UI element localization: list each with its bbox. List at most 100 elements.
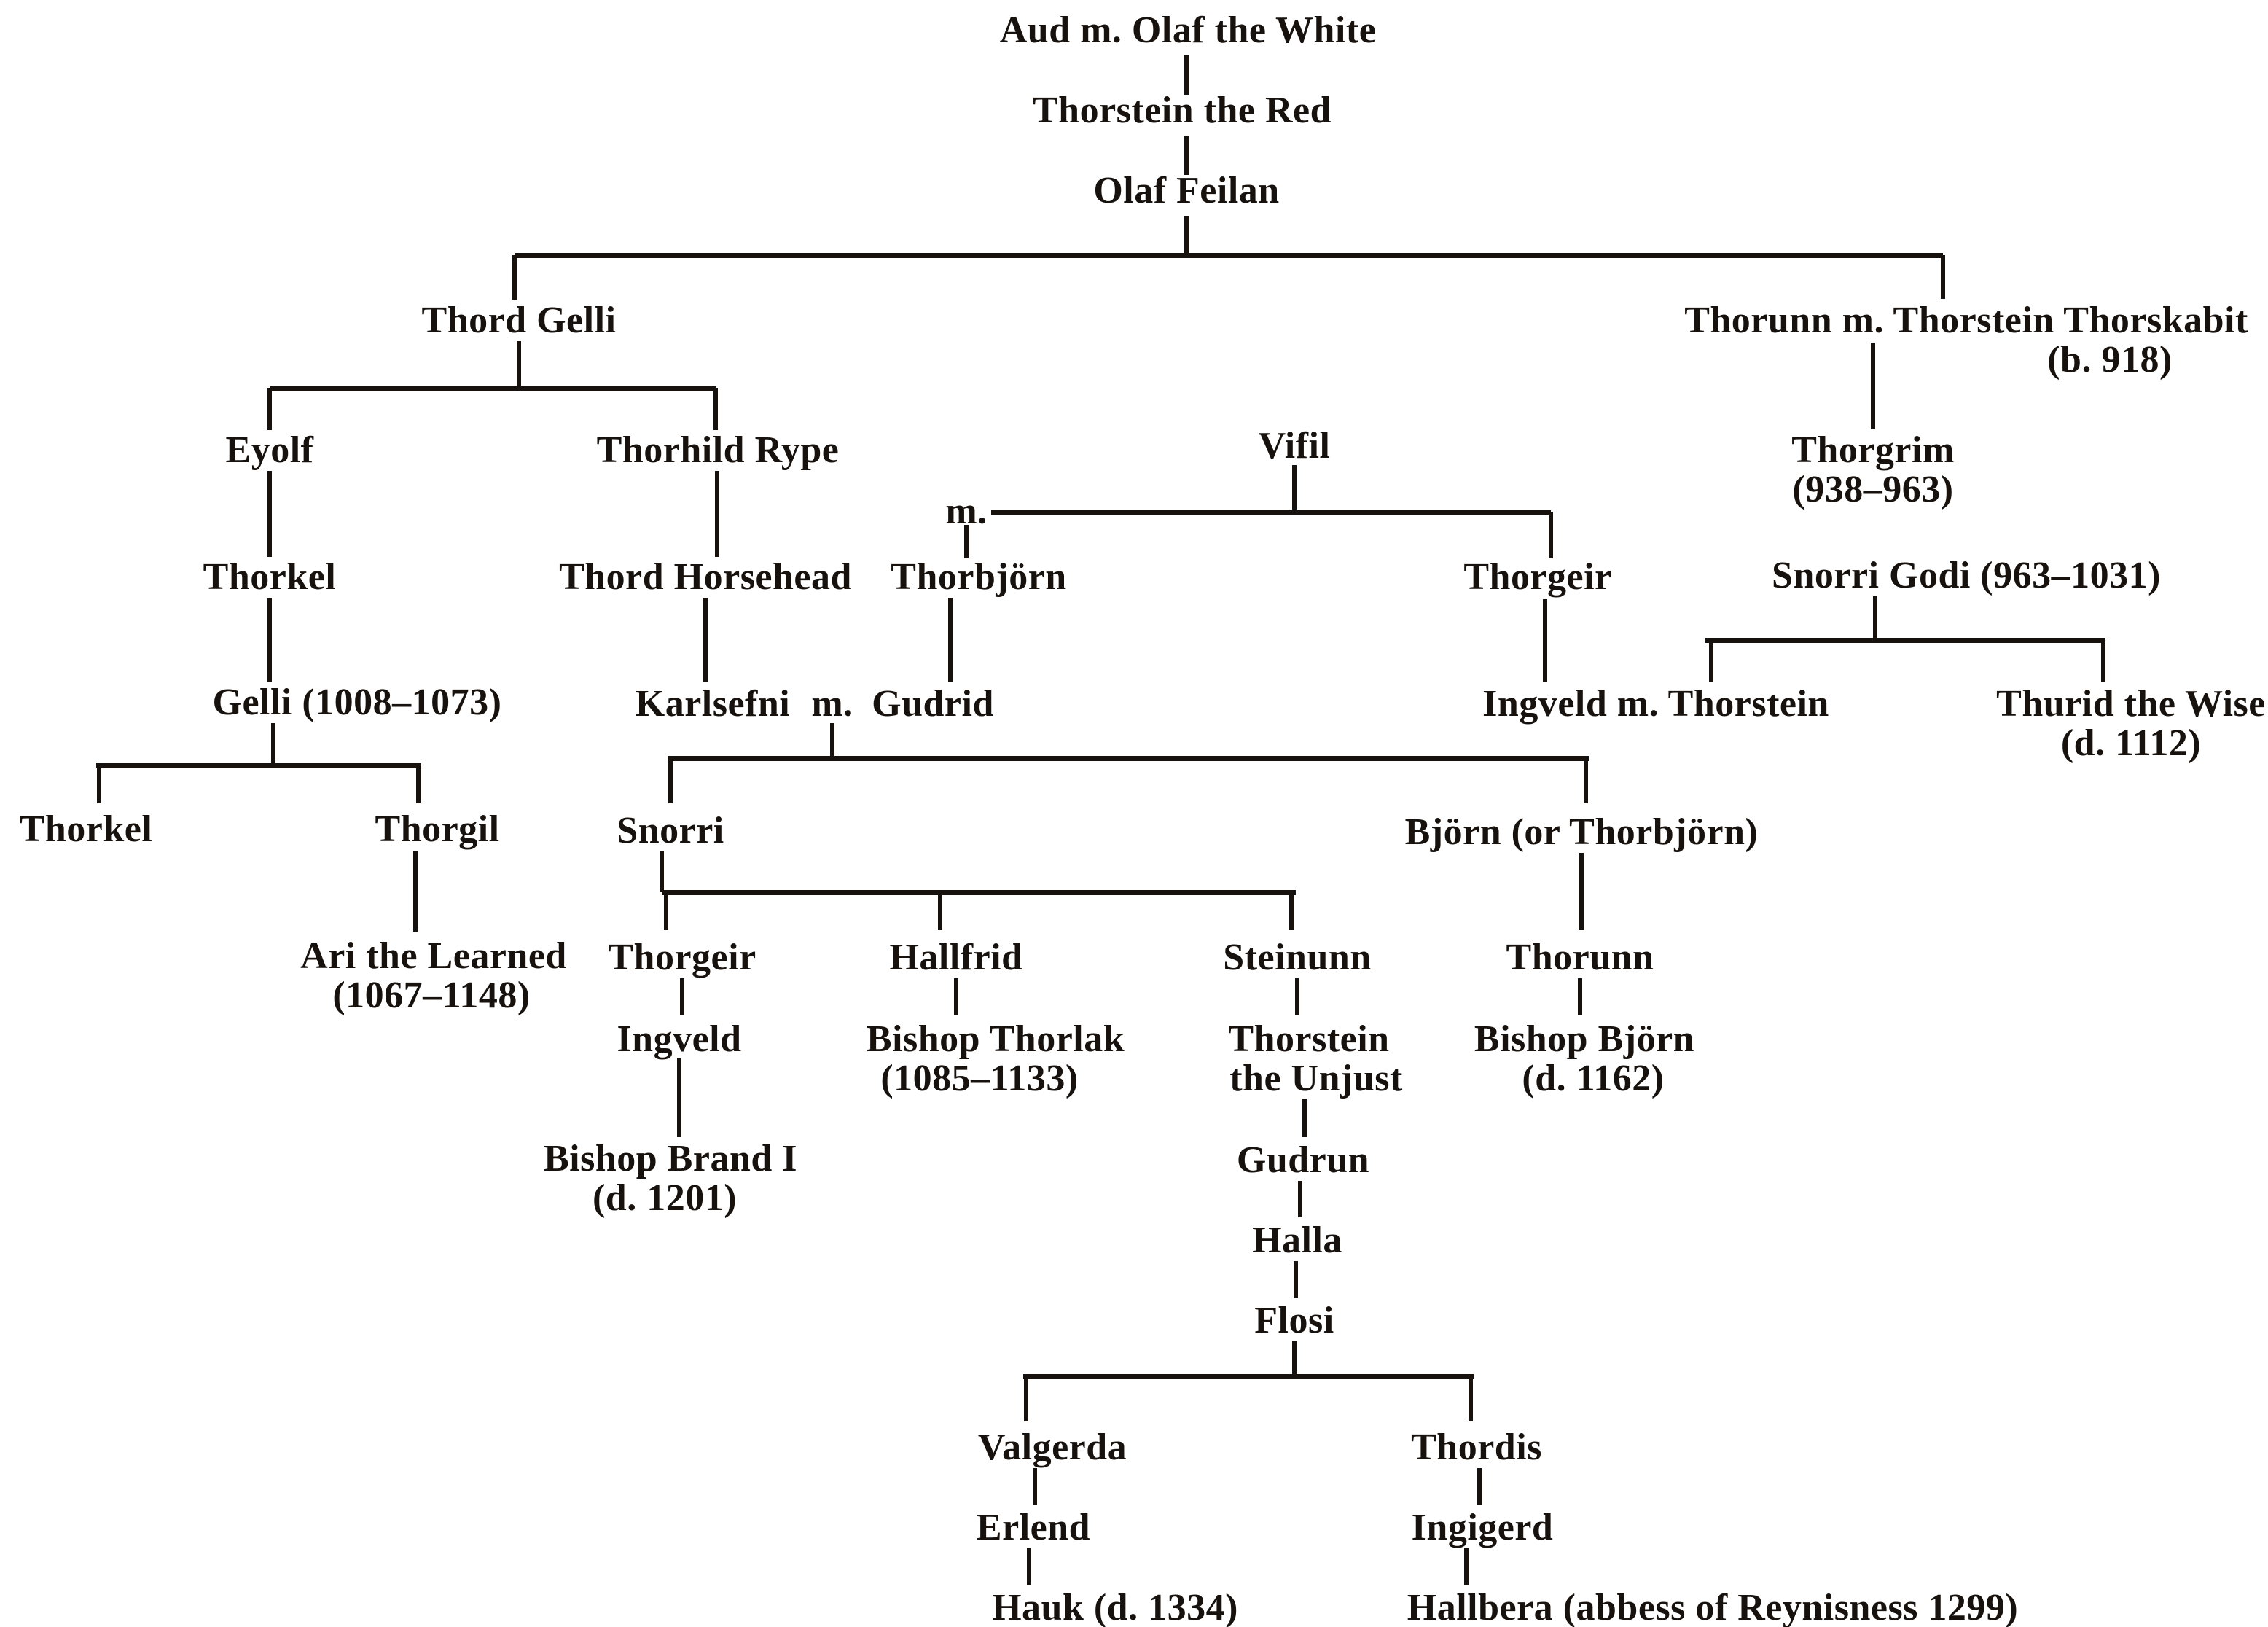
tree-connector-vertical	[1289, 892, 1294, 930]
person-label-gudrun: Gudrun	[1236, 1139, 1370, 1181]
tree-connector-vertical	[1184, 136, 1189, 175]
tree-connector-vertical	[267, 471, 272, 557]
person-label-thorunn-m-thorskabit: Thorunn m. Thorstein Thorskabit	[1684, 300, 2248, 341]
tree-connector-horizontal	[96, 763, 421, 768]
person-label-thorgeir-2: Thorgeir	[608, 937, 756, 978]
tree-connector-horizontal	[1023, 1374, 1474, 1379]
person-label-the-unjust: the Unjust	[1229, 1058, 1403, 1099]
person-label-aud: Aud m. Olaf the White	[999, 9, 1377, 51]
tree-connector-vertical	[964, 525, 969, 558]
tree-connector-horizontal	[270, 386, 716, 391]
tree-connector-vertical	[413, 851, 418, 932]
person-label-erlend: Erlend	[976, 1507, 1091, 1548]
tree-connector-vertical	[271, 723, 275, 765]
person-label-snorri: Snorri	[617, 810, 724, 851]
tree-connector-vertical	[1292, 465, 1297, 510]
tree-connector-vertical	[1294, 1261, 1298, 1298]
tree-connector-vertical	[715, 471, 719, 557]
tree-connector-vertical	[1184, 55, 1189, 95]
tree-connector-vertical	[1584, 758, 1588, 803]
person-label-thurid-death: (d. 1112)	[2060, 722, 2202, 764]
tree-connector-vertical	[512, 255, 517, 300]
tree-connector-horizontal	[668, 756, 1589, 761]
person-label-thord-gelli: Thord Gelli	[421, 300, 617, 341]
tree-connector-vertical	[1579, 853, 1584, 930]
person-label-steinunn: Steinunn	[1223, 937, 1372, 978]
tree-connector-vertical	[1302, 1099, 1307, 1137]
tree-connector-vertical	[1033, 1468, 1037, 1505]
person-label-vifil: Vifil	[1258, 425, 1331, 467]
tree-connector-vertical	[1873, 596, 1877, 639]
tree-connector-horizontal	[1705, 638, 2105, 643]
tree-connector-vertical	[660, 851, 664, 892]
tree-connector-vertical	[703, 598, 708, 682]
tree-connector-vertical	[1184, 216, 1189, 255]
person-label-ingveld-m-thorstein: Ingveld m. Thorstein	[1482, 683, 1829, 725]
tree-connector-vertical	[1024, 1376, 1028, 1421]
person-label-hallfrid: Hallfrid	[889, 937, 1023, 978]
person-label-thorbjorn: Thorbjörn	[891, 556, 1067, 598]
person-label-snorri-godi: Snorri Godi (963–1031)	[1772, 555, 2161, 596]
person-label-halla: Halla	[1252, 1220, 1342, 1261]
person-label-ari-dates: (1067–1148)	[332, 975, 531, 1016]
person-label-hauk: Hauk (d. 1334)	[992, 1587, 1238, 1627]
tree-connector-vertical	[1871, 343, 1875, 429]
person-label-gudrid: Gudrid	[872, 683, 994, 725]
tree-connector-vertical	[713, 388, 718, 430]
person-label-thordis: Thordis	[1411, 1427, 1542, 1468]
tree-connector-vertical	[938, 892, 942, 930]
tree-connector-vertical	[1469, 1376, 1473, 1421]
tree-connector-vertical	[1292, 1341, 1297, 1376]
person-label-thorgil: Thorgil	[375, 808, 500, 850]
tree-connector-vertical	[267, 598, 272, 682]
tree-connector-horizontal	[991, 510, 1551, 515]
tree-connector-vertical	[830, 723, 834, 758]
tree-connector-vertical	[1549, 512, 1553, 558]
tree-connector-vertical	[677, 1058, 681, 1137]
tree-connector-vertical	[1578, 978, 1582, 1015]
tree-connector-vertical	[1298, 1181, 1302, 1217]
tree-connector-vertical	[948, 598, 953, 682]
tree-connector-vertical	[2101, 640, 2105, 682]
tree-connector-horizontal	[662, 890, 1296, 895]
person-label-thorhild-rype: Thorhild Rype	[596, 429, 840, 471]
person-label-flosi: Flosi	[1254, 1300, 1334, 1341]
tree-connector-vertical	[1295, 978, 1299, 1015]
person-label-thord-horsehead: Thord Horsehead	[559, 556, 852, 598]
tree-connector-vertical	[1477, 1468, 1482, 1505]
person-label-bishop-thorlak: Bishop Thorlak	[866, 1018, 1125, 1060]
person-label-bishop-brand-death: (d. 1201)	[592, 1177, 738, 1219]
person-label-bishop-bjorn: Bishop Björn	[1474, 1018, 1695, 1060]
tree-connector-vertical	[668, 758, 673, 803]
person-label-thorstein-the-red: Thorstein the Red	[1032, 90, 1332, 131]
person-label-valgerda: Valgerda	[977, 1427, 1127, 1468]
person-label-thorunn-2: Thorunn	[1506, 937, 1654, 978]
tree-connector-vertical	[1027, 1548, 1031, 1585]
person-label-ingveld-2: Ingveld	[617, 1018, 742, 1060]
person-label-thorgrim: Thorgrim	[1791, 429, 1955, 471]
person-label-eyolf: Eyolf	[225, 429, 314, 471]
person-label-bjorn: Björn (or Thorbjörn)	[1404, 811, 1759, 853]
tree-connector-vertical	[1543, 599, 1547, 682]
person-label-thorunn-birth: (b. 918)	[2047, 339, 2173, 381]
person-label-gelli: Gelli (1008–1073)	[212, 682, 502, 723]
person-label-m-karlsefni: m.	[811, 683, 853, 725]
tree-connector-vertical	[954, 978, 958, 1015]
tree-connector-vertical	[664, 892, 668, 930]
person-label-ingigerd: Ingigerd	[1411, 1507, 1554, 1548]
person-label-karlsefni: Karlsefni	[635, 683, 791, 725]
tree-connector-vertical	[267, 388, 272, 430]
person-label-hallbera: Hallbera (abbess of Reynisness 1299)	[1407, 1587, 2019, 1627]
person-label-thorgeir-1: Thorgeir	[1463, 556, 1612, 598]
person-label-thorkel-2: Thorkel	[19, 808, 153, 850]
tree-connector-vertical	[416, 765, 421, 803]
tree-connector-vertical	[517, 341, 521, 388]
person-label-thorgrim-dates: (938–963)	[1792, 469, 1954, 510]
person-label-bishop-bjorn-death: (d. 1162)	[1522, 1058, 1665, 1099]
person-label-thorkel-1: Thorkel	[203, 556, 337, 598]
tree-connector-vertical	[680, 978, 684, 1015]
person-label-ari-the-learned: Ari the Learned	[300, 935, 567, 977]
tree-connector-vertical	[1709, 640, 1713, 682]
person-label-thorstein-unjust: Thorstein	[1228, 1018, 1390, 1060]
